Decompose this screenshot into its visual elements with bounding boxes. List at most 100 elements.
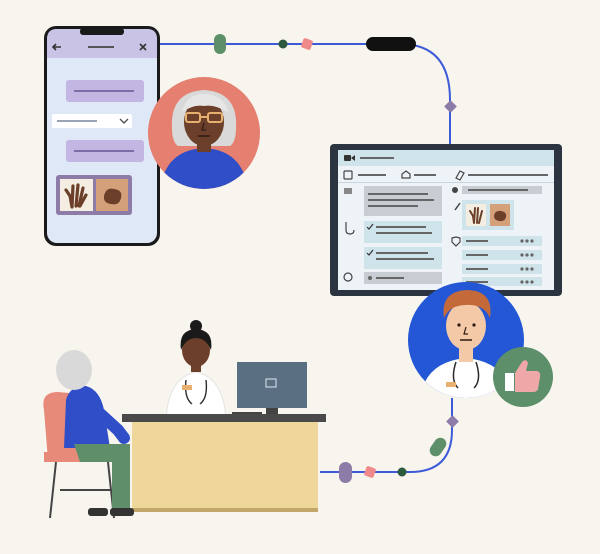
note-icon xyxy=(344,188,352,194)
thumb-hand xyxy=(469,207,483,224)
connector-capsule-black xyxy=(366,37,416,51)
patient-arm xyxy=(90,404,130,444)
chat-bubble-line xyxy=(74,150,134,152)
desktop-computer xyxy=(232,362,307,418)
connector-beads-top xyxy=(214,34,457,113)
checklist-line xyxy=(376,226,426,228)
monitor-topbar xyxy=(338,150,554,166)
patient-shoe xyxy=(88,508,108,516)
seated-patient xyxy=(43,350,134,519)
connector-pill-green xyxy=(429,437,447,457)
person-icon[interactable] xyxy=(452,187,458,193)
vitals-label xyxy=(466,281,488,283)
doctor-hair-bun xyxy=(190,320,202,332)
vitals-row xyxy=(462,250,542,260)
nav-label xyxy=(358,174,386,176)
phone-notch xyxy=(80,28,124,35)
hand-shape xyxy=(64,183,88,209)
topbar-label xyxy=(360,157,394,159)
doctor-neck xyxy=(191,362,201,372)
patient-legs xyxy=(74,444,130,510)
chevron-down-icon[interactable] xyxy=(119,118,129,124)
doctor-body xyxy=(165,371,227,421)
connector-dot xyxy=(278,39,288,49)
computer-screen-icon xyxy=(265,378,277,388)
vitals-label xyxy=(466,240,488,242)
paperclip-icon[interactable] xyxy=(454,202,461,211)
computer-monitor xyxy=(237,362,307,408)
glasses xyxy=(185,112,223,123)
connector-tag-pink xyxy=(301,38,313,50)
patient-torso xyxy=(64,385,110,448)
patient-hair xyxy=(56,350,92,390)
connector-tag-pink xyxy=(364,466,376,478)
chat-bubble-line xyxy=(74,90,134,92)
patient-shirt xyxy=(160,148,248,189)
connector-pill-green xyxy=(214,34,226,54)
monitor-divider xyxy=(338,182,554,183)
check-icon xyxy=(366,223,374,230)
vitals-dot xyxy=(520,280,524,284)
check-icon xyxy=(366,249,374,256)
phone-header xyxy=(47,29,157,58)
vitals-dot xyxy=(530,280,534,284)
vitals-dot xyxy=(520,267,524,271)
telehealth-monitor xyxy=(330,144,562,296)
doctor-hair xyxy=(180,329,212,350)
checklist-line xyxy=(376,252,428,254)
close-icon[interactable] xyxy=(139,43,147,51)
checklist-line xyxy=(376,232,432,234)
vitals-label xyxy=(466,254,488,256)
vitals-dot xyxy=(530,253,534,257)
hand-image-thumb xyxy=(466,204,486,226)
connector-diamond xyxy=(446,415,459,428)
vitals-dot xyxy=(525,253,529,257)
video-camera-icon[interactable] xyxy=(344,155,355,161)
desk-front xyxy=(132,422,318,512)
badge xyxy=(446,382,456,387)
doctor-badge xyxy=(182,385,192,390)
patient-avatar xyxy=(148,77,260,189)
connector-dot xyxy=(397,467,407,477)
face xyxy=(184,98,224,146)
thumbs-up-icon[interactable] xyxy=(505,360,541,392)
face xyxy=(446,302,486,350)
doctor-coat xyxy=(420,358,512,398)
info-icon[interactable] xyxy=(343,272,353,282)
profile-line xyxy=(468,189,528,191)
monitor-nav-row xyxy=(343,170,548,181)
vitals-row xyxy=(462,264,542,274)
connector-beads-bottom xyxy=(339,415,459,483)
nose xyxy=(463,326,468,335)
calendar-icon[interactable] xyxy=(343,170,353,180)
patient-shoe xyxy=(110,508,134,516)
desk-legs xyxy=(132,508,318,512)
stethoscope xyxy=(452,361,480,389)
vitals-row xyxy=(462,277,542,286)
hair-top xyxy=(182,94,228,112)
skin-spot xyxy=(103,188,122,205)
nav-label xyxy=(414,174,436,176)
vitals-dot xyxy=(530,267,534,271)
desk-top xyxy=(122,414,326,422)
notes-line xyxy=(368,205,418,207)
arrow-left-icon[interactable] xyxy=(51,43,61,51)
vitals-row xyxy=(462,236,542,246)
connector-pill-purple xyxy=(339,462,352,483)
eye xyxy=(457,323,461,327)
thumbs-up-badge xyxy=(493,347,553,407)
bottom-connector-line xyxy=(320,398,453,473)
nose xyxy=(201,122,206,131)
hair xyxy=(443,290,491,318)
seated-doctor xyxy=(165,320,227,421)
vitals-dot xyxy=(525,280,529,284)
tag-icon[interactable] xyxy=(455,170,465,181)
computer-stand xyxy=(266,408,278,418)
home-icon[interactable] xyxy=(401,170,411,179)
info-row-dot xyxy=(368,276,372,280)
shield-icon[interactable] xyxy=(451,236,461,247)
eye xyxy=(472,323,476,327)
vitals-dot xyxy=(530,239,534,243)
office-scene xyxy=(43,320,326,519)
